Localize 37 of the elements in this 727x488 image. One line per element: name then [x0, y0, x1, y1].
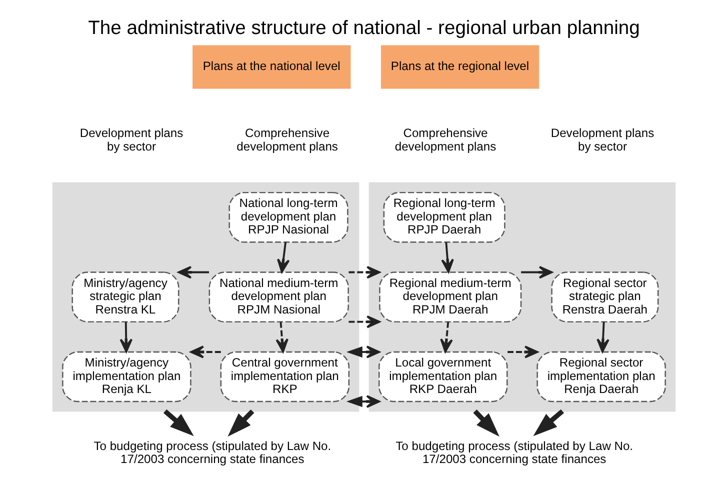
node-box: Local government implementation plan RKP Daerah	[378, 350, 508, 402]
arrow	[440, 242, 454, 272]
label: Plans at the national level	[202, 58, 340, 72]
diagram-title: The administrative structure of national - regional urban planning	[88, 18, 640, 39]
arrow	[276, 242, 290, 272]
arrow	[275, 321, 288, 352]
node-box: Regional medium-term development plan RPJM Daerah	[378, 271, 522, 322]
arrow	[520, 265, 552, 278]
node-box: Central government implementation plan RKP	[220, 350, 349, 402]
arrow	[472, 409, 499, 436]
arrow	[190, 345, 220, 358]
cluster	[368, 182, 676, 412]
arrow	[227, 408, 254, 436]
cluster	[52, 182, 359, 412]
node-box: Ministry/agency implementation plan Renja KL	[62, 350, 191, 402]
node-box: Ministry/agency strategic plan Renstra KL	[71, 271, 179, 322]
node-box: Regional long-term development plan RPJP Daerah	[382, 191, 505, 242]
label: Comprehensive development plans	[394, 126, 496, 153]
arrow	[346, 345, 380, 408]
arrow	[440, 321, 452, 352]
node-box: Regional sector strategic plan Renstra Daerah	[550, 271, 658, 322]
label: Plans at the regional level	[390, 58, 529, 72]
arrow	[177, 265, 208, 278]
arrow	[507, 345, 538, 358]
node-box: National medium-term development plan RPJM Nasional	[208, 271, 348, 322]
arrow	[348, 265, 380, 328]
arrow	[532, 408, 564, 436]
label: Development plans by sector	[79, 126, 183, 153]
node-text: To budgeting process (stipulated by Law No. 17/2003 concerning state finances	[93, 438, 331, 466]
node-box: Regional sector implementation plan Renja Daerah	[536, 350, 666, 402]
label: Development plans by sector	[550, 126, 654, 153]
node-box: National long-term development plan RPJP Nasional	[228, 191, 348, 242]
arrow	[596, 321, 609, 352]
label: Comprehensive development plans	[236, 126, 338, 153]
arrow	[119, 321, 132, 352]
node-text: To budgeting process (stipulated by Law No. 17/2003 concerning state finances	[395, 438, 633, 466]
arrow	[162, 408, 194, 436]
